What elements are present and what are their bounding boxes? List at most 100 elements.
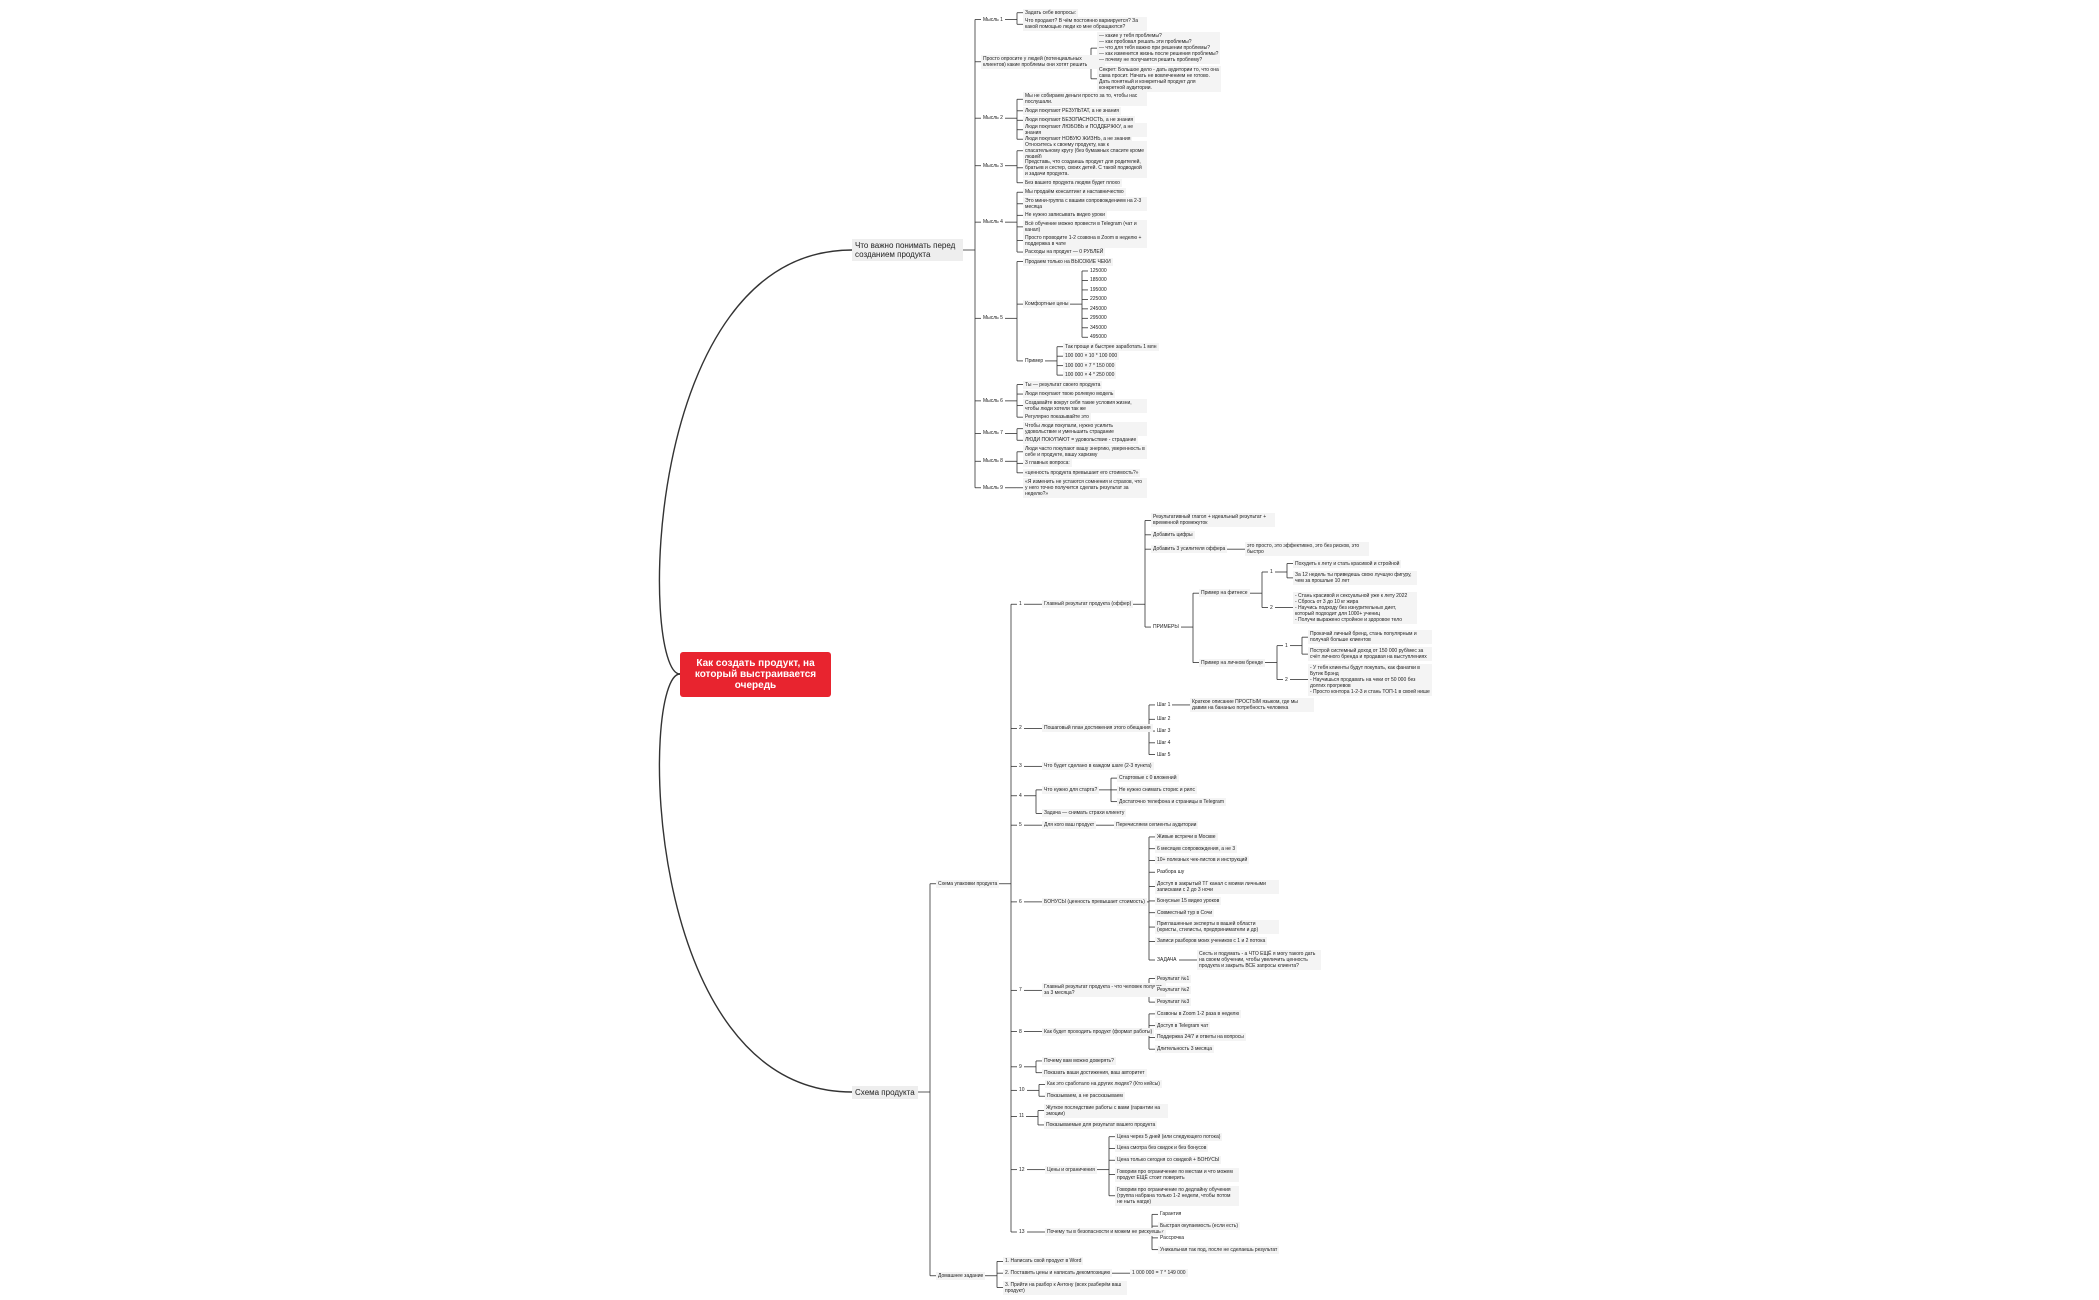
- node-d4[interactable]: Задача — снимать страхи клиенту: [1042, 809, 1127, 818]
- section-node[interactable]: Что важно понимать перед созданием проду…: [852, 239, 963, 261]
- node-d6[interactable]: Пример на фитнесе: [1199, 589, 1250, 598]
- node-d3[interactable]: 6: [1019, 898, 1022, 905]
- node-d5[interactable]: 6 месяцев сопровождения, а не 3: [1155, 844, 1238, 853]
- node-d3[interactable]: ЛЮДИ ПОКУПАЮТ = удовольствие - страдание: [1023, 436, 1139, 445]
- node-d3[interactable]: 2. Поставить цены и написать декомпозици…: [1003, 1269, 1113, 1278]
- node-d3[interactable]: Люди покупают НОВУЮ ЖИЗНЬ, а не знания: [1023, 135, 1133, 144]
- node-d4[interactable]: 495000: [1090, 334, 1107, 341]
- node-d8[interactable]: - У тебя клиенты будут покупать, как фан…: [1308, 663, 1432, 696]
- node-d3[interactable]: 1: [1019, 601, 1022, 608]
- node-d5[interactable]: Добавить 3 усилителя оффера: [1151, 545, 1228, 554]
- node-d5[interactable]: Доступ в закрытый ТГ канал с моими личны…: [1155, 879, 1279, 894]
- node-d4[interactable]: Жуткое последствие работы с вами (гарант…: [1044, 1103, 1168, 1118]
- node-d5[interactable]: Шаг 2: [1157, 716, 1171, 723]
- node-d3[interactable]: 5: [1019, 822, 1022, 829]
- node-d4[interactable]: 185000: [1090, 277, 1107, 284]
- node-d3[interactable]: Относитесь к своему продукту, как к спас…: [1023, 140, 1147, 161]
- node-d5[interactable]: Поддержка 24/7 и ответы на вопросы: [1155, 1033, 1246, 1042]
- node-d5[interactable]: Шаг 3: [1157, 728, 1171, 735]
- node-d3[interactable]: Всё обучение можно провести в Telegram (…: [1023, 219, 1147, 234]
- node-d5[interactable]: Добавить цифры: [1151, 530, 1195, 539]
- node-d4[interactable]: Пошаговый план достижения этого обещания: [1042, 724, 1153, 733]
- node-d3[interactable]: Люди покупают ЛЮБОВЬ и ПОДДЕРЖКУ, а не з…: [1023, 122, 1147, 137]
- node-d7[interactable]: 1: [1285, 642, 1288, 649]
- node-d3[interactable]: Люди часто покупают вашу энергию, уверен…: [1023, 444, 1147, 459]
- node-d3[interactable]: «Я изменить не устаются сомнения и страх…: [1023, 477, 1147, 498]
- node-d4[interactable]: Цены и ограничения: [1045, 1165, 1097, 1174]
- node-d6[interactable]: это просто, это эффективно, это без риск…: [1245, 542, 1369, 557]
- node-d8[interactable]: Прокачай личный бренд, стань популярным …: [1308, 630, 1432, 645]
- node-d3[interactable]: Секрет: Большое дело - дать аудитории то…: [1097, 65, 1221, 92]
- node-d2[interactable]: Мысль 1: [983, 16, 1003, 23]
- node-d6[interactable]: Сесть и подумать - а ЧТО ЕЩЁ я могу тако…: [1197, 950, 1321, 970]
- node-d2[interactable]: Мысль 8: [983, 458, 1003, 465]
- node-d3[interactable]: 1. Написать свой продукт в Word: [1003, 1257, 1084, 1266]
- node-d4[interactable]: 225000: [1090, 296, 1107, 303]
- node-d4[interactable]: 245000: [1090, 305, 1107, 312]
- node-d5[interactable]: Говорим про ограничение по местам и что …: [1115, 1167, 1239, 1182]
- node-d5[interactable]: Уникальная так под, после не сделаешь ре…: [1158, 1245, 1280, 1254]
- node-d3[interactable]: Комфортные цены: [1023, 300, 1071, 309]
- node-d3[interactable]: Расходы на продукт — 0 РУБЛЕЙ: [1023, 248, 1106, 257]
- node-d8[interactable]: За 12 недель ты приведешь свою лучшую фи…: [1293, 570, 1417, 585]
- node-d2[interactable]: Мысль 7: [983, 430, 1003, 437]
- node-d5[interactable]: Длительность 3 месяца: [1155, 1045, 1215, 1054]
- node-d4[interactable]: 100 000 × 4 * 250 000: [1063, 371, 1117, 380]
- node-d3[interactable]: Люди покупают твою ролевую модель: [1023, 390, 1116, 399]
- node-d3[interactable]: Продаем только на ВЫСОКИЕ ЧЕКИ: [1023, 257, 1113, 266]
- node-d4[interactable]: Что будет сделано в каждом шаге (2-3 пун…: [1042, 762, 1154, 771]
- node-d5[interactable]: Приглашенные эксперты в вашей области (ю…: [1155, 920, 1279, 935]
- node-d7[interactable]: 2: [1270, 604, 1273, 611]
- node-d4[interactable]: 195000: [1090, 286, 1107, 293]
- node-d4[interactable]: Как будет проходить продукт (формат рабо…: [1042, 1027, 1155, 1036]
- node-d4[interactable]: Показать ваши достижения, ваш авторитет: [1042, 1068, 1147, 1077]
- node-d4[interactable]: БОНУСЫ (ценность превышает стоимость): [1042, 897, 1147, 906]
- node-d4[interactable]: 295000: [1090, 315, 1107, 322]
- node-d4[interactable]: 345000: [1090, 324, 1107, 331]
- node-d3[interactable]: Люди покупают БЕЗОПАСНОСТЬ, а не знания: [1023, 116, 1136, 125]
- node-d6[interactable]: Краткое описание ПРОСТЫМ языком, где мы …: [1190, 697, 1314, 712]
- node-d4[interactable]: Почему вам можно доверять?: [1042, 1056, 1116, 1065]
- node-d5[interactable]: Говорим про ограничение по дедлайну обуч…: [1115, 1185, 1239, 1206]
- node-d5[interactable]: Результат №1: [1155, 974, 1192, 983]
- node-d3[interactable]: Представь, что создаешь продукт для роди…: [1023, 157, 1147, 178]
- node-d4[interactable]: 100 000 × 10 * 100 000: [1063, 352, 1120, 361]
- node-d5[interactable]: ПРИМЕРЫ: [1153, 624, 1179, 631]
- node-d5[interactable]: Достаточно телефона и страницы в Telegra…: [1117, 797, 1226, 806]
- node-d2[interactable]: Просто опросите у людей (потенциальных к…: [981, 54, 1105, 69]
- node-d5[interactable]: ЗАДАЧА: [1157, 957, 1177, 963]
- node-d5[interactable]: Быстрая окупаемость (если есть): [1158, 1222, 1241, 1231]
- node-d5[interactable]: Цена через 5 дней (или следующего потока…: [1115, 1132, 1223, 1141]
- root-node[interactable]: Как создать продукт, на который выстраив…: [680, 652, 831, 697]
- node-d5[interactable]: Шаг 5: [1157, 751, 1171, 758]
- node-d2[interactable]: Мысль 2: [983, 115, 1003, 122]
- node-d5[interactable]: Не нужно снимать сторис и рилс: [1117, 785, 1197, 794]
- node-d4[interactable]: 1 000 000 = 7 * 149 000: [1130, 1269, 1188, 1278]
- node-d5[interactable]: Шаг 1: [1157, 701, 1171, 708]
- node-d3[interactable]: Люди покупают РЕЗУЛЬТАТ, а не знания: [1023, 106, 1121, 115]
- node-d5[interactable]: Живые встречи в Москве: [1155, 832, 1218, 841]
- node-d3[interactable]: Мы продаём консалтинг и наставничество: [1023, 188, 1126, 197]
- node-d2[interactable]: Мысль 9: [983, 484, 1003, 491]
- node-d3[interactable]: Это мини-группа с вашим сопровождением н…: [1023, 196, 1147, 211]
- node-d5[interactable]: Стартовые с 0 вложений: [1117, 774, 1179, 783]
- node-d3[interactable]: Без вашего продукта людям будет плохо: [1023, 178, 1122, 187]
- node-d4[interactable]: Главный результат продукта - что человек…: [1042, 983, 1166, 998]
- node-d3[interactable]: 2: [1019, 725, 1022, 732]
- node-d3[interactable]: 3: [1019, 763, 1022, 770]
- node-d4[interactable]: Главный результат продукта (оффер): [1042, 600, 1134, 609]
- node-d3[interactable]: 9: [1019, 1063, 1022, 1070]
- node-d5[interactable]: Записи разборов моих учеников с 1 и 2 по…: [1155, 937, 1268, 946]
- node-d5[interactable]: Перечисляем сегменты аудитории: [1114, 821, 1199, 830]
- node-d3[interactable]: Что продают? В чём постоянно вариируется…: [1023, 17, 1147, 32]
- node-d6[interactable]: Пример на личном бренде: [1199, 658, 1266, 667]
- node-d5[interactable]: Рассрочка: [1160, 1234, 1185, 1241]
- node-d3[interactable]: Не нужно записывать видео уроки: [1023, 211, 1107, 220]
- node-d4[interactable]: Как это сработало на других людях? (Кто …: [1045, 1080, 1162, 1089]
- node-d3[interactable]: 4: [1019, 792, 1022, 799]
- node-d3[interactable]: Просто проводите 1-2 созвона в Zoom в не…: [1023, 233, 1147, 248]
- node-d5[interactable]: Цена только сегодня со скидкой + БОНУСЫ: [1115, 1156, 1222, 1165]
- node-d3[interactable]: 8: [1019, 1028, 1022, 1035]
- node-d5[interactable]: 10+ полезных чек-листов и инструкций: [1155, 856, 1250, 865]
- node-d3[interactable]: 3 главных вопроса:: [1023, 459, 1072, 468]
